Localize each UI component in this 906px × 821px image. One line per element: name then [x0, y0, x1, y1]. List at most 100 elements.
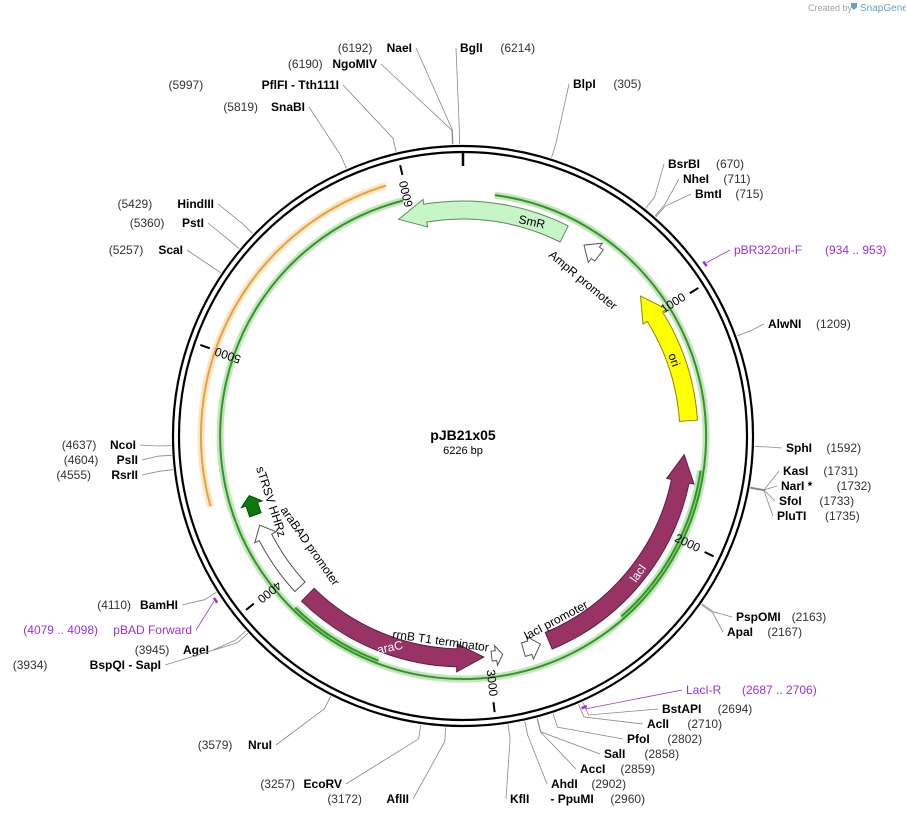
feature-label-ori: ori: [665, 351, 683, 368]
arac-companion-arc: [294, 606, 379, 662]
site-name: AclI: [647, 717, 669, 731]
site-hindiii: HindIII(5429): [118, 197, 214, 211]
site-position: (1733): [819, 494, 854, 508]
araC-region-arc-glow: [197, 182, 387, 508]
site-psti: PstI(5360): [130, 216, 204, 230]
site-name: BspQI - SapI: [90, 658, 161, 672]
primer-range: (2687 .. 2706): [742, 683, 817, 697]
site-blpi: BlpI(305): [573, 77, 641, 91]
leader-aflii: [412, 727, 446, 800]
leader-alwni: [737, 323, 765, 337]
site-sali: SalI(2858): [604, 747, 679, 761]
site-name: AhdI: [551, 777, 578, 791]
smr-companion-arc: [219, 194, 708, 680]
leader-naei: [415, 47, 454, 145]
primer-laci-r: LacI-R(2687 .. 2706): [686, 683, 817, 697]
plasmid-name: pJB21x05: [430, 427, 496, 443]
site-name: BamHI: [140, 598, 178, 612]
leader-sfoi: [750, 487, 776, 502]
site-name: ApaI: [727, 625, 753, 639]
site-name: EcoRV: [304, 777, 342, 791]
site-position: (2163): [792, 610, 827, 624]
site-rsrii: RsrII(4555): [56, 468, 138, 482]
site-position: (5429): [118, 197, 153, 211]
site-pfoi: PfoI(2802): [627, 732, 702, 746]
site-name: NheI: [683, 172, 709, 186]
leader-ecorv: [345, 724, 422, 785]
feature-ori-arrow: [639, 295, 699, 422]
site-name: AccI: [580, 762, 605, 776]
site-pluti: PluTI(1735): [777, 509, 860, 523]
feature-arabad-promoter-arrow: [254, 524, 306, 593]
site-name: BstAPI: [662, 702, 701, 716]
site-position: (3945): [135, 643, 170, 657]
primer-range: (4079 .. 4098): [23, 623, 98, 637]
site-position: (3257): [260, 777, 295, 791]
site-position: (5257): [109, 243, 144, 257]
primer-range: (934 .. 953): [825, 243, 886, 257]
primer-mark-pbr322ori-f: [702, 260, 708, 267]
site-snabi: SnaBI(5819): [223, 100, 305, 114]
site-position: (6190): [288, 57, 323, 71]
site-ngomiv: NgoMIV(6190): [288, 57, 377, 71]
restriction-sites: NaeI(6192)BglI(6214)BlpI(305)NgoMIV(6190…: [13, 41, 872, 806]
tick-mark-2000: [704, 551, 715, 558]
leader-acli: [578, 704, 644, 725]
site-name: NruI: [248, 738, 272, 752]
feature-laci-promoter-arrow: [520, 635, 542, 661]
site-pflfi: PflFI - Tth111I(5997): [169, 78, 339, 92]
leader-sphi: [754, 446, 783, 449]
leader-snabi: [308, 106, 347, 169]
backbone-outer: [171, 144, 755, 728]
site-kfli: KflI - PpuMI (2960): [510, 792, 645, 806]
site-nhei: NheI(711): [683, 172, 751, 186]
site-name: ScaI: [158, 243, 183, 257]
primer-annotations: pBR322ori-F (934 .. 953) LacI-R(2687 .. 27…: [23, 243, 886, 710]
site-position: (305): [613, 77, 641, 91]
site-position: (2960): [610, 792, 645, 806]
site-name: KflI: [510, 792, 529, 806]
site-ahdi: AhdI(2902): [551, 777, 626, 791]
site-position: (1731): [823, 464, 858, 478]
site-position: (2710): [687, 717, 722, 731]
site-acli: AclI (2710): [647, 717, 722, 731]
feature-label-smr: SmR: [517, 212, 546, 231]
site-name-secondary: - PpuMI: [550, 792, 593, 806]
site-position: (2694): [718, 702, 753, 716]
leader-kfli: [505, 724, 511, 800]
site-position: (3579): [198, 738, 233, 752]
site-name: NarI *: [781, 479, 813, 493]
tick-mark-6000: [399, 164, 404, 176]
site-position: (3934): [13, 658, 48, 672]
feature-arcs: [197, 182, 710, 683]
site-position: (670): [716, 157, 744, 171]
site-position: (6214): [500, 41, 535, 55]
leader-nrui: [275, 696, 332, 746]
primer-mark-pbad-forward: [212, 597, 219, 604]
created-by-label: Created by: [808, 3, 853, 13]
site-name: KasI: [783, 464, 808, 478]
site-ecorv: EcoRV (3257): [260, 777, 342, 791]
site-acci: AccI(2859): [580, 762, 655, 776]
leader-bspqi: [164, 633, 249, 666]
primer-pbad-forward: pBAD Forward(4079 .. 4098): [23, 623, 192, 637]
site-aflii: AflII(3172): [327, 792, 409, 806]
leader-bamhi: [181, 591, 217, 606]
site-position: (2167): [767, 625, 802, 639]
primer-leader-pbad-forward: [195, 601, 215, 631]
site-ncoi: NcoI(4637): [62, 438, 136, 452]
leader-hindiii: [217, 203, 253, 234]
feature-label-arac: araC: [376, 638, 405, 657]
site-name: AflII: [386, 792, 409, 806]
site-name: SphI: [786, 441, 812, 455]
site-position: (1735): [825, 509, 860, 523]
site-position: (715): [735, 187, 763, 201]
site-name: AlwNI: [768, 317, 801, 331]
tick-mark-5000: [199, 344, 211, 350]
site-nari: NarI *(1732): [781, 479, 871, 493]
site-position: (4604): [64, 453, 99, 467]
primer-name: pBR322ori-F: [734, 243, 802, 257]
site-pspomi: PspOMI(2163): [736, 610, 826, 624]
feature-smr-arrow: [397, 198, 569, 243]
site-name: PstI: [182, 216, 204, 230]
